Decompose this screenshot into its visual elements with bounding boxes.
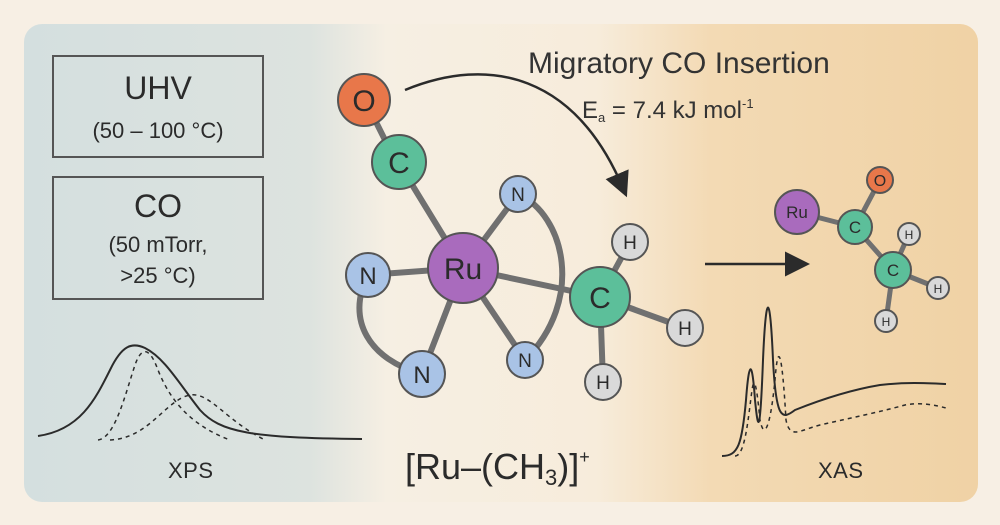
formula-prefix: [Ru–(CH <box>405 446 546 487</box>
product-methyl-carbon-label: C <box>887 261 899 280</box>
product-oxygen-label: O <box>874 173 886 190</box>
product-hydrogen-atom-2 <box>926 276 950 300</box>
complex-formula: [Ru–(CH3)]+ <box>405 446 590 491</box>
carbonyl-carbon-atom <box>371 134 427 190</box>
ea-exponent: -1 <box>741 96 754 111</box>
nitrogen-label-1: N <box>511 185 525 206</box>
ea-subscript: a <box>598 110 606 125</box>
xas-label: XAS <box>818 458 864 483</box>
hydrogen-label-1: H <box>623 233 637 254</box>
methyl-carbon-label: C <box>589 282 611 315</box>
carbonyl-carbon-label: C <box>388 147 410 180</box>
xps-component-1-curve <box>97 351 231 441</box>
xas-solid-curve <box>721 306 947 457</box>
product-hydrogen-atom-3 <box>874 309 898 333</box>
methyl-carbon-atom <box>569 266 631 328</box>
hydrogen-label-3: H <box>596 373 610 394</box>
xas-spectrum <box>721 306 947 457</box>
product-methyl-carbon-atom <box>874 251 912 289</box>
complex-atoms <box>337 73 704 401</box>
hydrogen-label-2: H <box>678 319 692 340</box>
uhv-temperature-label: (50 – 100 °C) <box>92 118 224 143</box>
ruthenium-label: Ru <box>444 253 482 286</box>
co-label: CO <box>134 188 182 224</box>
nitrogen-atom-4 <box>506 341 544 379</box>
ea-symbol: E <box>582 97 599 124</box>
co-condition-box <box>52 176 264 300</box>
oxygen-label: O <box>352 85 375 118</box>
product-oxygen-atom <box>866 166 894 194</box>
product-acyl-carbon-label: C <box>849 218 861 237</box>
nitrogen-atom-3 <box>398 350 446 398</box>
formula-charge: + <box>579 447 590 467</box>
complex-atom-labels: O C Ru N N N N C H H H <box>352 85 692 394</box>
product-hydrogen-label-3: H <box>882 315 891 329</box>
product-atom-labels: Ru O C C H H H <box>786 173 942 329</box>
nitrogen-atom-1 <box>499 175 537 213</box>
nitrogen-label-3: N <box>413 362 430 389</box>
nitrogen-atom-2 <box>345 252 391 298</box>
hydrogen-atom-2 <box>666 309 704 347</box>
nitrogen-label-4: N <box>518 351 532 372</box>
ruthenium-atom <box>427 232 499 304</box>
uhv-label: UHV <box>124 70 192 106</box>
product-hydrogen-atom-1 <box>897 222 921 246</box>
co-temperature-label: >25 °C) <box>120 263 196 288</box>
activation-energy: Ea = 7.4 kJ mol-1 <box>582 96 754 125</box>
xps-spectrum <box>37 344 363 441</box>
formula-subscript: 3 <box>545 465 558 490</box>
reaction-title: Migratory CO Insertion <box>528 47 830 80</box>
uhv-condition-box <box>52 55 264 158</box>
oxygen-atom <box>337 73 391 127</box>
migratory-insertion-arrow <box>404 73 629 198</box>
hydrogen-atom-3 <box>584 363 622 401</box>
ea-value: = 7.4 kJ mol <box>611 97 742 124</box>
formula-suffix: )] <box>557 446 580 487</box>
product-ruthenium-label: Ru <box>786 203 808 222</box>
product-hydrogen-label-1: H <box>905 228 914 242</box>
product-ruthenium-atom <box>774 189 820 235</box>
product-atoms <box>774 166 950 333</box>
hydrogen-atom-1 <box>611 223 649 261</box>
nitrogen-label-2: N <box>359 263 376 290</box>
product-acyl-carbon-atom <box>837 209 873 245</box>
product-hydrogen-label-2: H <box>934 282 943 296</box>
xas-dashed-curve <box>734 355 947 457</box>
co-pressure-label: (50 mTorr, <box>108 232 208 257</box>
xps-label: XPS <box>168 458 214 483</box>
xps-component-2-curve <box>109 394 266 441</box>
xps-envelope-curve <box>37 344 363 440</box>
